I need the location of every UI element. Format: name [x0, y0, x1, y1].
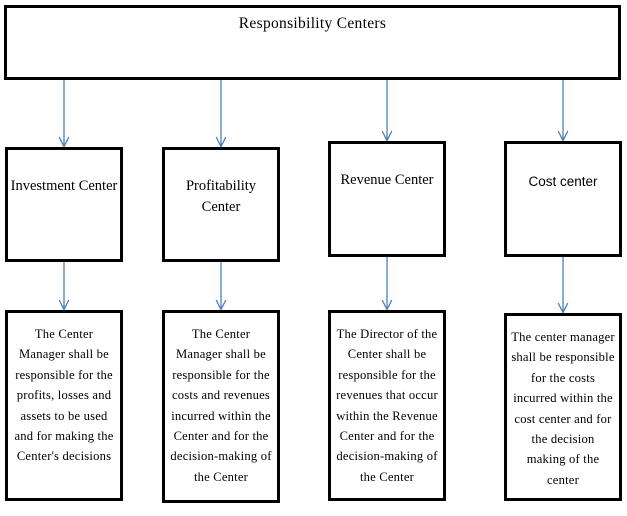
root-node-label: Responsibility Centers: [238, 15, 387, 32]
description-profitability-center: The Center Manager shall be responsible …: [162, 310, 280, 503]
description-cost-center-text: The center manager shall be responsible …: [511, 330, 615, 487]
node-profitability-center: Profitability Center: [162, 147, 280, 262]
description-investment-center: The Center Manager shall be responsible …: [5, 310, 123, 501]
description-investment-center-text: The Center Manager shall be responsible …: [14, 327, 114, 464]
root-node-responsibility-centers: Responsibility Centers: [4, 5, 621, 80]
description-revenue-center: The Director of the Center shall be resp…: [328, 310, 446, 501]
description-profitability-center-text: The Center Manager shall be responsible …: [170, 327, 272, 484]
node-revenue-center-label: Revenue Center: [340, 172, 434, 188]
node-revenue-center: Revenue Center: [328, 141, 446, 257]
connector-revenue-center-to-description: [380, 257, 394, 311]
connector-profitability-center-to-description: [214, 262, 228, 311]
connector-investment-center-to-description: [57, 262, 71, 311]
description-revenue-center-text: The Director of the Center shall be resp…: [336, 327, 438, 484]
description-cost-center: The center manager shall be responsible …: [504, 313, 622, 501]
connector-root-to-investment-center: [57, 80, 71, 148]
node-investment-center-label: Investment Center: [10, 178, 118, 194]
node-investment-center: Investment Center: [5, 147, 123, 262]
node-cost-center-label: Cost center: [528, 174, 598, 189]
node-profitability-center-label: Profitability Center: [185, 178, 257, 216]
connector-root-to-revenue-center: [380, 80, 394, 142]
node-cost-center: Cost center: [504, 141, 622, 257]
connector-cost-center-to-description: [556, 257, 570, 314]
connector-root-to-cost-center: [556, 80, 570, 142]
connector-root-to-profitability-center: [214, 80, 228, 148]
